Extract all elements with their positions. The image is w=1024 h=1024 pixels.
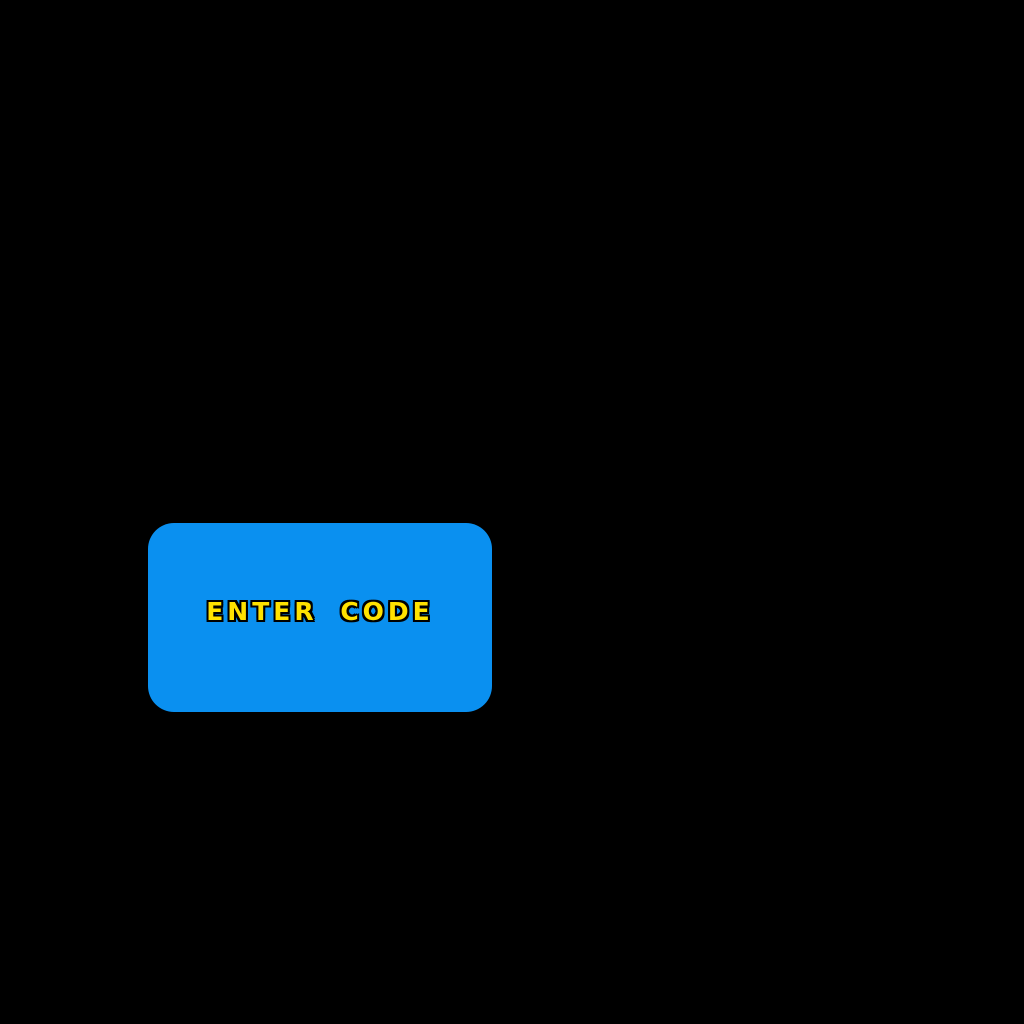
enter-code-button-label: ENTER CODE [206, 597, 434, 626]
enter-code-button[interactable]: ENTER CODE [148, 523, 492, 712]
